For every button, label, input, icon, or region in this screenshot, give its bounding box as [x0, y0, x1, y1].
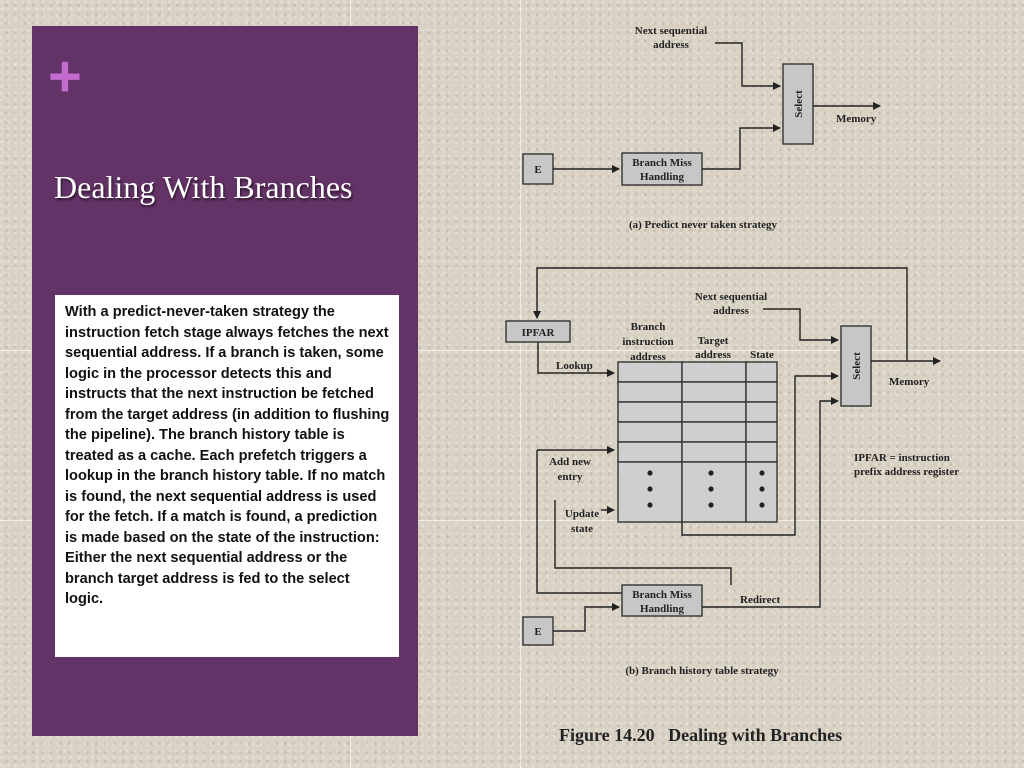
- branch-instr-label: Branch: [631, 321, 666, 333]
- add-new-label: entry: [557, 471, 583, 483]
- select-label: Select: [851, 352, 863, 380]
- grid-line: [520, 0, 521, 768]
- slide-title: Dealing With Branches: [54, 169, 353, 205]
- update-label: state: [571, 523, 593, 535]
- lookup-label: Lookup: [556, 360, 593, 372]
- select-label: Select: [793, 90, 805, 118]
- select-box: [782, 63, 814, 145]
- e-label: E: [534, 626, 541, 638]
- ellipsis-dot: [647, 486, 653, 492]
- table-cell: [745, 421, 778, 443]
- caption-a: (a) Predict never taken strategy: [629, 219, 778, 231]
- table-cell: [617, 381, 683, 403]
- ipfar-definition: IPFAR = instruction: [854, 452, 950, 464]
- wire: [763, 308, 839, 344]
- table-cell: [681, 381, 747, 403]
- diagram-a: Next sequential address Select Memory E …: [522, 25, 881, 231]
- next-seq-label: Next sequential: [635, 25, 707, 37]
- table-cell: [681, 401, 747, 423]
- branch-history-table: [617, 361, 778, 523]
- branch-miss-label: Handling: [640, 603, 685, 615]
- table-cell: [617, 421, 683, 443]
- add-new-label: Add new: [549, 456, 591, 468]
- table-cell: [745, 381, 778, 403]
- memory-label: Memory: [836, 113, 877, 125]
- memory-label: Memory: [889, 376, 930, 388]
- ipfar-label: IPFAR: [522, 327, 556, 339]
- wire: [533, 267, 908, 361]
- update-label: Update: [565, 508, 599, 520]
- table-cell: [617, 441, 683, 463]
- grid-line: [0, 520, 1024, 521]
- branch-instr-label: address: [630, 351, 667, 363]
- table-cell: [745, 401, 778, 423]
- table-cell: [617, 361, 683, 383]
- body-text: With a predict-never-taken strategy the …: [65, 304, 390, 607]
- select-box: [840, 325, 872, 407]
- e-box: [522, 153, 554, 185]
- wire: [702, 124, 781, 170]
- caption-b: (b) Branch history table strategy: [625, 665, 779, 677]
- wire: [554, 500, 732, 585]
- branch-miss-label: Branch Miss: [632, 157, 692, 169]
- ellipsis-dot: [708, 470, 714, 476]
- wire: [553, 603, 620, 632]
- wire: [715, 42, 781, 90]
- diagram-b: IPFAR Next sequential address Branch ins…: [505, 267, 959, 677]
- next-seq-label: address: [653, 39, 690, 51]
- wire: [537, 342, 615, 377]
- target-label: Target: [698, 335, 729, 347]
- grid-line: [0, 350, 1024, 351]
- e-box: [522, 616, 554, 646]
- table-cell: [681, 461, 747, 523]
- state-label: State: [750, 349, 774, 361]
- wire: [681, 372, 839, 536]
- ellipsis-dot: [647, 470, 653, 476]
- table-cell: [681, 361, 747, 383]
- ellipsis-dot: [708, 502, 714, 508]
- ellipsis-dot: [647, 502, 653, 508]
- ellipsis-dot: [759, 486, 765, 492]
- branch-miss-box: [621, 152, 703, 186]
- next-seq-label: Next sequential: [695, 291, 767, 303]
- ellipsis-dot: [759, 470, 765, 476]
- table-cell: [617, 401, 683, 423]
- ipfar-definition: prefix address register: [854, 466, 959, 478]
- target-label: address: [695, 349, 732, 361]
- body-box: With a predict-never-taken strategy the …: [55, 295, 399, 657]
- table-cell: [681, 421, 747, 443]
- table-cell: [745, 361, 778, 383]
- ellipsis-dot: [759, 502, 765, 508]
- branch-instr-label: instruction: [622, 336, 673, 348]
- table-cell: [681, 441, 747, 463]
- e-label: E: [534, 164, 541, 176]
- wire: [702, 397, 839, 608]
- redirect-label: Redirect: [740, 594, 780, 606]
- branch-miss-box: [621, 584, 703, 617]
- branch-miss-label: Handling: [640, 171, 685, 183]
- wire: [536, 450, 622, 594]
- figure-caption: Figure 14.20 Dealing with Branches: [559, 725, 843, 745]
- ellipsis-dot: [708, 486, 714, 492]
- branch-miss-label: Branch Miss: [632, 589, 692, 601]
- plus-icon: +: [48, 44, 82, 109]
- next-seq-label: address: [713, 305, 750, 317]
- table-cell: [745, 441, 778, 463]
